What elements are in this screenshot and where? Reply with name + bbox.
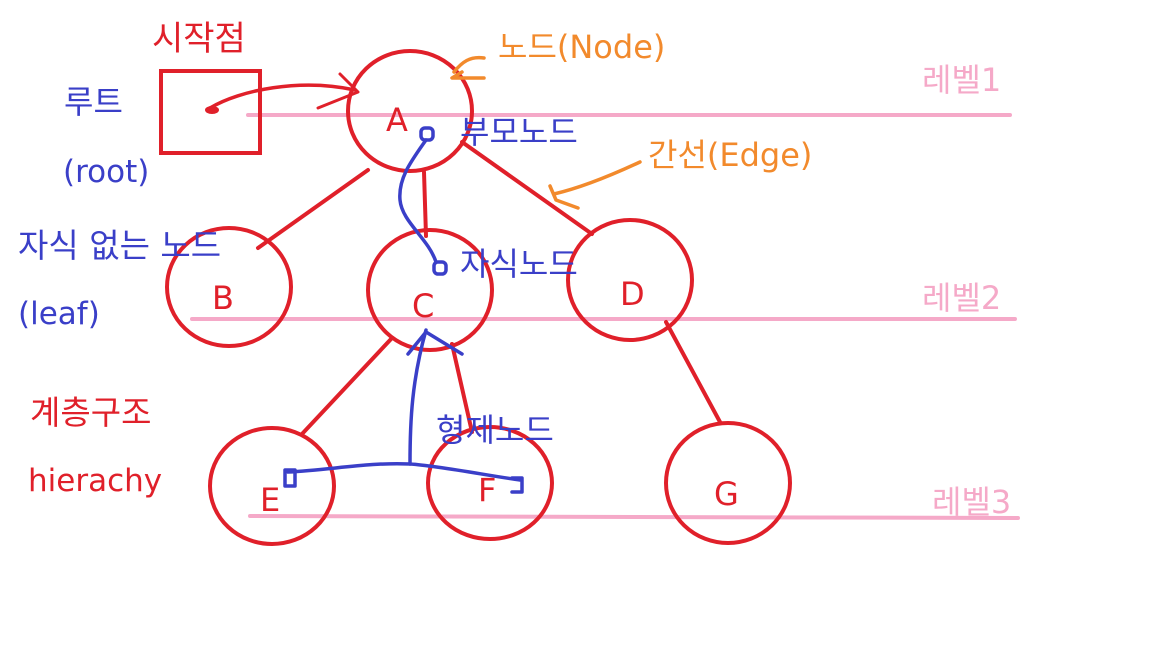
edge-label: 간선(Edge) (648, 136, 813, 174)
parent-child-connector (398, 138, 438, 264)
node-a-label: A (386, 101, 408, 139)
node-c-circle (366, 228, 494, 352)
sibling-stem (408, 328, 428, 466)
node-f-label: F (478, 471, 497, 509)
node-g-label: G (714, 475, 739, 513)
edge-pointer-arrow (548, 160, 642, 210)
node-e-circle (208, 426, 336, 546)
child-node-marker (432, 260, 448, 276)
child-node-label: 자식노드 (460, 245, 578, 283)
level1-label: 레벨1 (922, 61, 1002, 99)
node-b-label: B (212, 279, 234, 317)
node-e-label: E (260, 481, 281, 519)
leaf-english-label: (leaf) (18, 296, 100, 332)
root-label: 루트 (64, 83, 123, 121)
leaf-label: 자식 없는 노드 (18, 226, 222, 265)
level3-line (248, 514, 1020, 520)
start-point-box (159, 69, 262, 155)
node-d-label: D (620, 275, 645, 313)
parent-node-label: 부모노드 (460, 113, 578, 151)
edge-a-c (422, 170, 428, 238)
parent-node-marker (419, 126, 435, 142)
hierarchy-label: 계층구조 (30, 393, 152, 432)
level3-label: 레벨3 (932, 483, 1012, 521)
sibling-marker-f (510, 476, 524, 494)
node-g-circle (664, 421, 792, 545)
start-arrow-head (316, 72, 360, 110)
node-b-circle (165, 226, 293, 348)
node-label: 노드(Node) (498, 28, 666, 66)
sibling-node-label: 형제노드 (436, 411, 554, 449)
node-f-circle (426, 425, 554, 541)
edge-a-b (256, 168, 370, 250)
node-pointer-arrow (450, 55, 486, 80)
edge-c-f (450, 342, 474, 434)
start-to-root-arrow (208, 83, 357, 110)
sibling-stem-arrow-head (406, 330, 464, 356)
start-arrow-tail-dot (205, 106, 219, 114)
edge-a-d (460, 140, 594, 236)
hierarchy-english-label: hierachy (28, 463, 163, 499)
node-c-label: C (412, 287, 435, 325)
sibling-marker-e (283, 468, 297, 488)
level2-label: 레벨2 (922, 279, 1002, 317)
start-point-label: 시작점 (152, 19, 246, 59)
root-english-label: (root) (63, 154, 150, 190)
node-d-circle (566, 218, 694, 342)
edge-d-g (664, 320, 722, 424)
sibling-bracket-line (286, 461, 522, 482)
edge-c-e (300, 336, 394, 436)
node-a-circle (346, 49, 474, 173)
